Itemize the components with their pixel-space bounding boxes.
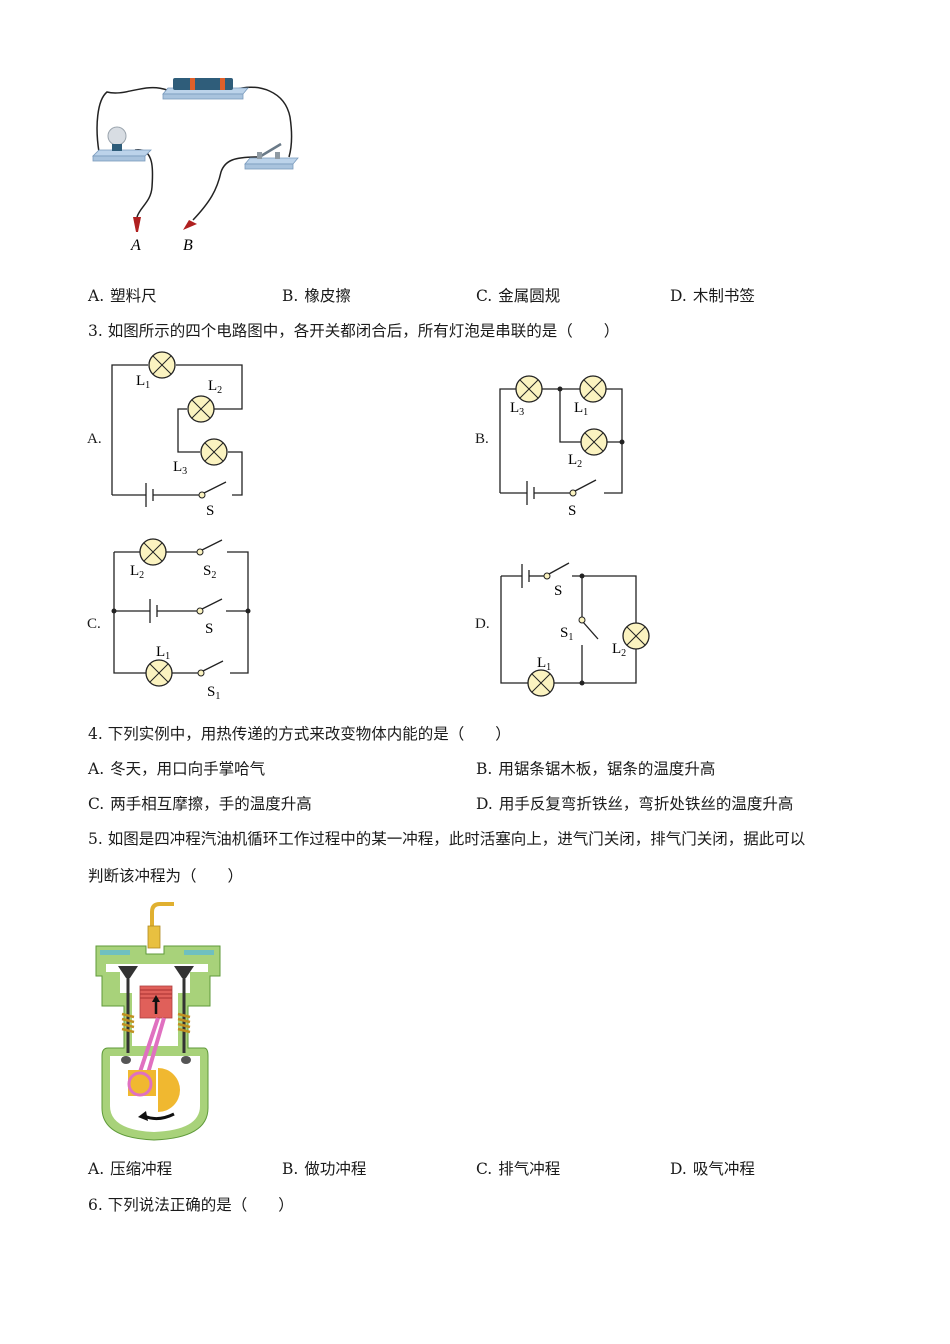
q2-option-b[interactable]: B. 橡皮擦 — [282, 286, 351, 306]
option-text: 用锯条锯木板，锯条的温度升高 — [498, 760, 716, 778]
option-key: C. — [476, 1160, 493, 1178]
option-text: 塑料尺 — [110, 287, 157, 305]
lamp-icon — [200, 438, 228, 466]
q4-option-d[interactable]: D. 用手反复弯折铁丝，弯折处铁丝的温度升高 — [476, 794, 793, 814]
q3-circuit-a: L1 L2 L3 S — [100, 350, 260, 525]
lamp-icon — [527, 669, 555, 697]
lamp-icon — [139, 538, 167, 566]
q2-option-c[interactable]: C. 金属圆规 — [476, 286, 560, 306]
option-text: 排气冲程 — [498, 1160, 561, 1178]
q3-circuit-c: L2 S2 S L1 S1 — [100, 535, 260, 705]
option-key: D. — [476, 795, 493, 813]
option-key: B. — [282, 1160, 299, 1178]
q5-option-a[interactable]: A. 压缩冲程 — [88, 1159, 172, 1179]
option-key: D. — [670, 1160, 687, 1178]
q2-option-d[interactable]: D. 木制书签 — [670, 286, 755, 306]
option-text: 金属圆规 — [498, 287, 561, 305]
svg-text:L2: L2 — [612, 641, 626, 659]
svg-text:S1: S1 — [560, 625, 573, 643]
option-key: C. — [88, 795, 105, 813]
option-text: 做功冲程 — [304, 1160, 367, 1178]
q3-stem: 3. 如图所示的四个电路图中，各开关都闭合后，所有灯泡是串联的是（ ） — [88, 322, 620, 340]
q2-apparatus-figure: A B — [85, 72, 305, 262]
q5-option-d[interactable]: D. 吸气冲程 — [670, 1159, 755, 1179]
q6-stem: 6. 下列说法正确的是（ ） — [88, 1196, 294, 1214]
option-text: 冬天，用口向手掌哈气 — [110, 760, 266, 778]
q5-stem-line1: 5. 如图是四冲程汽油机循环工作过程中的某一冲程，此时活塞向上，进气门关闭，排气… — [88, 830, 806, 848]
option-key: B. — [282, 287, 299, 305]
svg-text:L1: L1 — [537, 655, 551, 673]
svg-text:L2: L2 — [208, 378, 222, 396]
lamp-icon — [148, 351, 176, 379]
option-text: 两手相互摩擦，手的温度升高 — [110, 795, 312, 813]
option-text: 压缩冲程 — [110, 1160, 173, 1178]
option-key: C. — [476, 287, 493, 305]
q4-option-a[interactable]: A. 冬天，用口向手掌哈气 — [88, 759, 265, 779]
option-key: B. — [476, 760, 493, 778]
clip-label-a: A — [130, 237, 141, 254]
q4-option-c[interactable]: C. 两手相互摩擦，手的温度升高 — [88, 794, 312, 814]
q5-engine-figure — [92, 898, 227, 1143]
option-key: A. — [88, 1160, 105, 1178]
svg-text:S: S — [568, 503, 576, 519]
lamp-icon — [622, 622, 650, 650]
svg-text:L3: L3 — [510, 400, 524, 418]
option-key: A. — [88, 287, 105, 305]
lamp-icon — [187, 395, 215, 423]
svg-text:S: S — [554, 583, 562, 599]
svg-text:L2: L2 — [130, 563, 144, 581]
q5-stem-line2: 判断该冲程为（ ） — [88, 867, 244, 885]
option-text: 橡皮擦 — [304, 287, 351, 305]
q3-diagram-b-key[interactable]: B. — [475, 431, 489, 447]
svg-text:L1: L1 — [136, 373, 150, 391]
svg-text:L3: L3 — [173, 459, 187, 477]
option-key: A. — [88, 760, 105, 778]
svg-text:L2: L2 — [568, 452, 582, 470]
q3-diagram-d-key[interactable]: D. — [475, 616, 490, 632]
svg-text:S: S — [205, 621, 213, 637]
q5-option-c[interactable]: C. 排气冲程 — [476, 1159, 560, 1179]
svg-text:S1: S1 — [207, 684, 220, 702]
option-text: 木制书签 — [692, 287, 755, 305]
q3-circuit-d: S S1 L2 L1 — [490, 555, 650, 700]
q3-diagram-a-key[interactable]: A. — [87, 431, 102, 447]
option-text: 吸气冲程 — [692, 1160, 755, 1178]
q3-circuit-b: L3 L1 L2 S — [490, 370, 640, 525]
clip-label-b: B — [183, 237, 193, 254]
q3-diagram-c-key[interactable]: C. — [87, 616, 101, 632]
svg-text:S2: S2 — [203, 563, 216, 581]
q4-option-b[interactable]: B. 用锯条锯木板，锯条的温度升高 — [476, 759, 715, 779]
lamp-icon — [145, 659, 173, 687]
svg-text:S: S — [206, 503, 214, 519]
option-key: D. — [670, 287, 687, 305]
svg-text:L1: L1 — [574, 400, 588, 418]
lamp-icon — [579, 375, 607, 403]
q2-option-a[interactable]: A. 塑料尺 — [88, 286, 157, 306]
svg-text:L1: L1 — [156, 644, 170, 662]
lamp-icon — [515, 375, 543, 403]
q5-option-b[interactable]: B. 做功冲程 — [282, 1159, 366, 1179]
option-text: 用手反复弯折铁丝，弯折处铁丝的温度升高 — [498, 795, 794, 813]
q4-stem: 4. 下列实例中，用热传递的方式来改变物体内能的是（ ） — [88, 725, 511, 743]
lamp-icon — [580, 428, 608, 456]
